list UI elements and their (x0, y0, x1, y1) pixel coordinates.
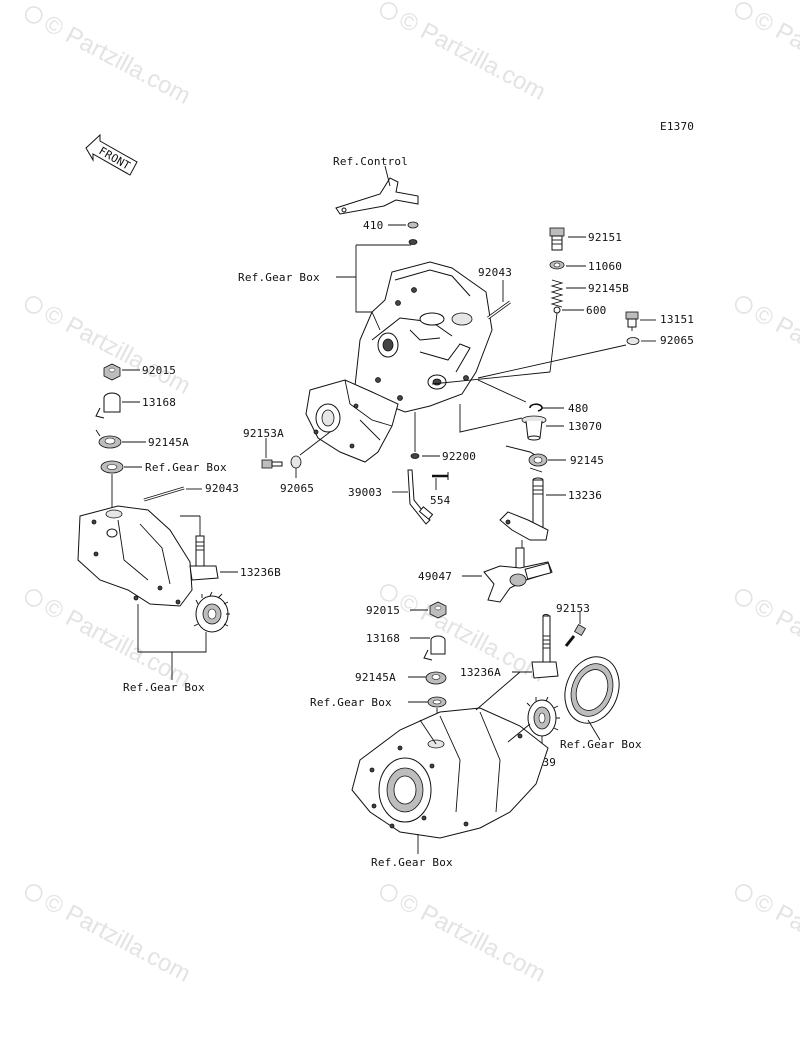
label-92145: 92145 (570, 454, 604, 467)
diagram-code: E1370 (660, 120, 694, 133)
label-11060: 11060 (588, 260, 622, 273)
label-410: 410 (363, 219, 383, 232)
gear-box-housing-top (305, 261, 493, 463)
front-label: FRONT (97, 144, 133, 172)
label-92065-right: 92065 (660, 334, 694, 347)
label-600: 600 (586, 304, 606, 317)
shift-shaft-13236b (189, 535, 219, 581)
label-ref-control: Ref.Control (333, 155, 408, 168)
label-ref-gear-box-bottom: Ref.Gear Box (371, 856, 453, 869)
washer-92065-right (626, 337, 640, 345)
label-92043-top: 92043 (478, 266, 512, 279)
washer-92065-mid (290, 455, 302, 469)
collar-13070 (521, 415, 547, 441)
lever-13168-left (95, 392, 121, 419)
label-92153a: 92153A (243, 427, 284, 440)
label-92065-mid: 92065 (280, 482, 314, 495)
shift-fork-49047 (483, 547, 553, 603)
label-ref-gear-box-top: Ref.Gear Box (238, 271, 320, 284)
label-92015-left: 92015 (142, 364, 176, 377)
shift-shaft-13236 (499, 477, 549, 541)
bolt-92153 (564, 623, 587, 647)
spring-92145a-left (95, 429, 122, 449)
nut-top (408, 239, 418, 245)
label-49047: 49047 (418, 570, 452, 583)
nut-92015 (103, 363, 121, 381)
lever-13168-lower (423, 635, 446, 661)
label-ref-gear-box-low-right: Ref.Gear Box (560, 738, 642, 751)
label-92015-lower: 92015 (366, 604, 400, 617)
label-13236a: 13236A (460, 666, 501, 679)
watermark-text: © Partzilla.com (750, 6, 800, 106)
watermark-text: © Partzilla.com (750, 593, 800, 693)
pin-554 (432, 472, 449, 480)
label-13236: 13236 (568, 489, 602, 502)
circlip-480 (529, 403, 543, 412)
gear-box-case-left (77, 505, 193, 607)
watermark-text: © Partzilla.com (750, 300, 800, 400)
label-ref-gear-box-low-left: Ref.Gear Box (310, 696, 392, 709)
label-13168-left: 13168 (142, 396, 176, 409)
watermark-text: © Partzilla.com (750, 888, 800, 988)
label-92200: 92200 (442, 450, 476, 463)
gear-13139 (526, 696, 560, 737)
watermark-text: © Partzilla.com (40, 888, 195, 988)
bearing-right (564, 656, 620, 724)
label-92145a-left: 92145A (148, 436, 189, 449)
label-92153: 92153 (556, 602, 590, 615)
label-554: 554 (430, 494, 451, 507)
watermark-text: © Partzilla.com (40, 300, 195, 400)
bolt-92153a (261, 459, 283, 469)
switch-13151 (625, 311, 639, 331)
label-92043-left: 92043 (205, 482, 239, 495)
watermark-text: © Partzilla.com (395, 888, 550, 988)
gear-box-case-lower (351, 707, 549, 839)
spring-92145b (550, 279, 564, 308)
label-92151: 92151 (588, 231, 622, 244)
label-92145a-lower: 92145A (355, 671, 396, 684)
spring-92145a-lower (425, 671, 447, 685)
washer-410 (407, 221, 419, 229)
label-13236b: 13236B (240, 566, 281, 579)
label-13168-lower: 13168 (366, 632, 400, 645)
shift-shaft-13236a (531, 614, 559, 679)
label-ref-gear-box-bottom-left: Ref.Gear Box (123, 681, 205, 694)
oil-seal-left (100, 460, 124, 474)
label-13151: 13151 (660, 313, 694, 326)
front-arrow-icon: FRONT (85, 133, 138, 176)
spring-92145 (505, 445, 548, 473)
label-480: 480 (568, 402, 588, 415)
plug-92151 (549, 227, 565, 251)
label-39003: 39003 (348, 486, 382, 499)
rod-39003 (407, 469, 434, 525)
nut-92200 (410, 453, 420, 459)
dowel-pin-92043-top (487, 300, 511, 320)
label-13070: 13070 (568, 420, 602, 433)
control-bracket (335, 177, 419, 215)
oil-seal-lower (427, 696, 447, 708)
dowel-pin-92043-left (143, 486, 185, 502)
nut-92015-lower (429, 601, 447, 619)
label-92145b: 92145B (588, 282, 629, 295)
watermark-text: © Partzilla.com (395, 6, 550, 106)
gear-left (193, 591, 230, 633)
ball-600 (553, 306, 561, 314)
label-ref-gear-box-left: Ref.Gear Box (145, 461, 227, 474)
watermark-text: © Partzilla.com (40, 10, 195, 110)
